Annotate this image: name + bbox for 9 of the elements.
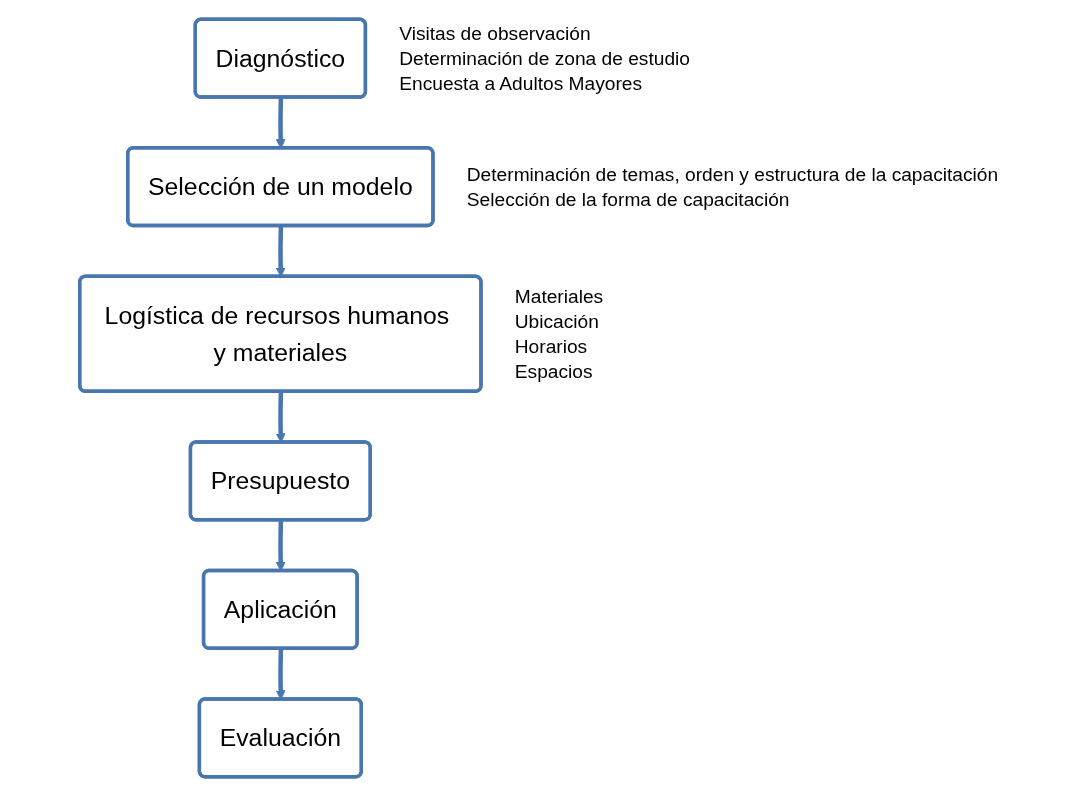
step-note: Selección de la forma de capacitación (466, 188, 790, 210)
step-note: Visitas de observación (399, 22, 591, 44)
step-note: Ubicación (514, 310, 599, 332)
step-note: Horarios (514, 335, 588, 357)
step-note: Encuesta a Adultos Mayores (399, 72, 643, 94)
step-note: Determinación de zona de estudio (399, 47, 690, 69)
step-note: Materiales (514, 285, 604, 307)
step-note: Determinación de temas, orden y estructura de la capacitación (466, 163, 999, 185)
step-note: Espacios (514, 360, 593, 382)
